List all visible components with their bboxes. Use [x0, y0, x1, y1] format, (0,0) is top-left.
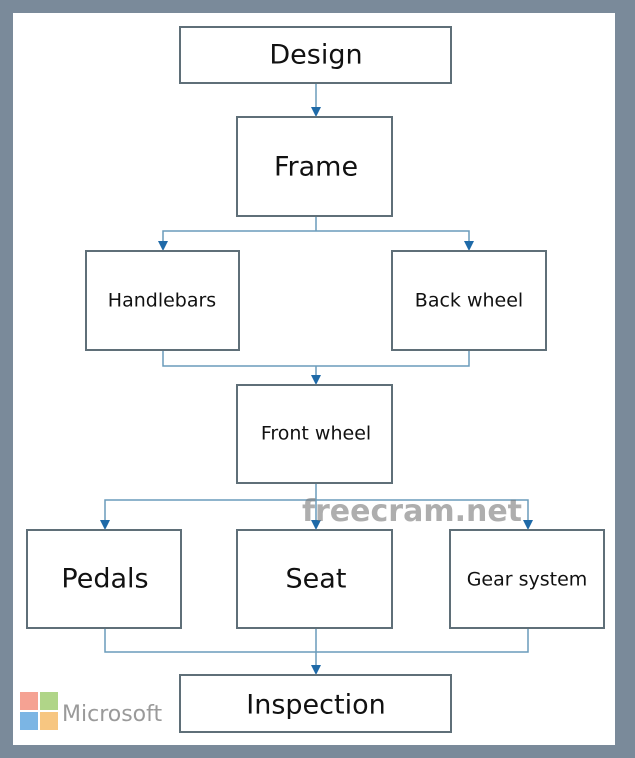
arrowhead-inspection — [311, 665, 321, 675]
arrowhead-handlebars — [158, 241, 168, 251]
arrowhead-frame — [311, 107, 321, 117]
node-label: Pedals — [61, 564, 148, 595]
node-label: Gear system — [467, 569, 588, 591]
node-pedals: Pedals — [26, 529, 182, 629]
node-inspection: Inspection — [179, 674, 452, 733]
logo-text: Microsoft — [62, 702, 162, 727]
node-label: Seat — [286, 564, 347, 595]
logo-square-green — [40, 692, 58, 710]
arrowhead-front-wheel — [311, 375, 321, 385]
node-label: Handlebars — [108, 290, 216, 312]
node-label: Back wheel — [415, 290, 523, 312]
node-label: Design — [269, 40, 362, 71]
logo-square-yellow — [40, 712, 58, 730]
node-gear-system: Gear system — [449, 529, 605, 629]
node-label: Front wheel — [261, 423, 371, 445]
arrowhead-back-wheel — [464, 241, 474, 251]
connectors — [104, 83, 529, 668]
connector-front-wheel-split — [104, 483, 529, 523]
node-seat: Seat — [236, 529, 393, 629]
node-frame: Frame — [236, 116, 393, 217]
arrowhead-gear-system — [523, 520, 533, 530]
connector-merge-inspection — [104, 628, 529, 668]
node-label: Frame — [274, 152, 358, 183]
arrowhead-pedals — [100, 520, 110, 530]
microsoft-logo: Microsoft — [20, 692, 162, 730]
node-design: Design — [179, 26, 452, 84]
arrowhead-seat — [311, 520, 321, 530]
arrowheads — [100, 107, 533, 675]
node-back-wheel: Back wheel — [391, 250, 547, 351]
node-label: Inspection — [246, 690, 385, 721]
logo-square-red — [20, 692, 38, 710]
connector-merge-front-wheel — [162, 350, 470, 378]
node-handlebars: Handlebars — [85, 250, 240, 351]
node-front-wheel: Front wheel — [236, 384, 393, 484]
logo-square-blue — [20, 712, 38, 730]
watermark-text: freecram.net — [302, 494, 522, 529]
connector-frame-split — [162, 216, 470, 244]
